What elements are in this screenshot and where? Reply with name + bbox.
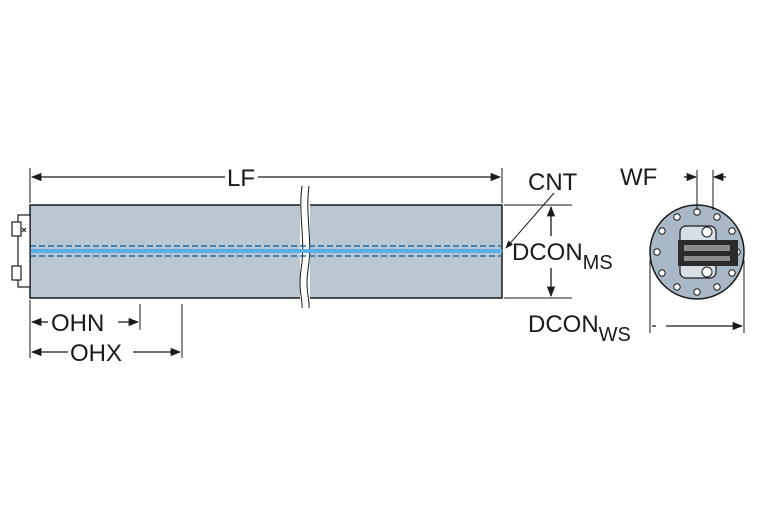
coolant-channel (30, 245, 502, 257)
end-view (649, 204, 745, 300)
lf-label: LF (227, 165, 255, 192)
cnt-callout: CNT (505, 169, 578, 249)
cutting-head (678, 225, 738, 279)
dcon-ms-label: DCONMS (512, 239, 613, 274)
dcon-ws-label: DCONWS (528, 311, 631, 346)
break-line-right (306, 185, 311, 309)
ohx-label: OHX (70, 340, 122, 367)
tool-body-side-view (11, 185, 503, 309)
dcon-ms-dimension: DCONMS (504, 204, 613, 299)
wf-dimension: WF (620, 164, 726, 210)
coupling-end (11, 214, 31, 288)
ohn-dimension: OHN (29, 300, 141, 358)
dcon-ws-dimension: DCONWS (528, 260, 745, 346)
break-line-left (299, 185, 304, 309)
ohx-dimension: OHX (30, 304, 183, 367)
ohn-label: OHN (51, 310, 104, 337)
wf-label: WF (620, 164, 657, 191)
cnt-label: CNT (528, 169, 578, 196)
lf-dimension: LF (29, 165, 503, 203)
